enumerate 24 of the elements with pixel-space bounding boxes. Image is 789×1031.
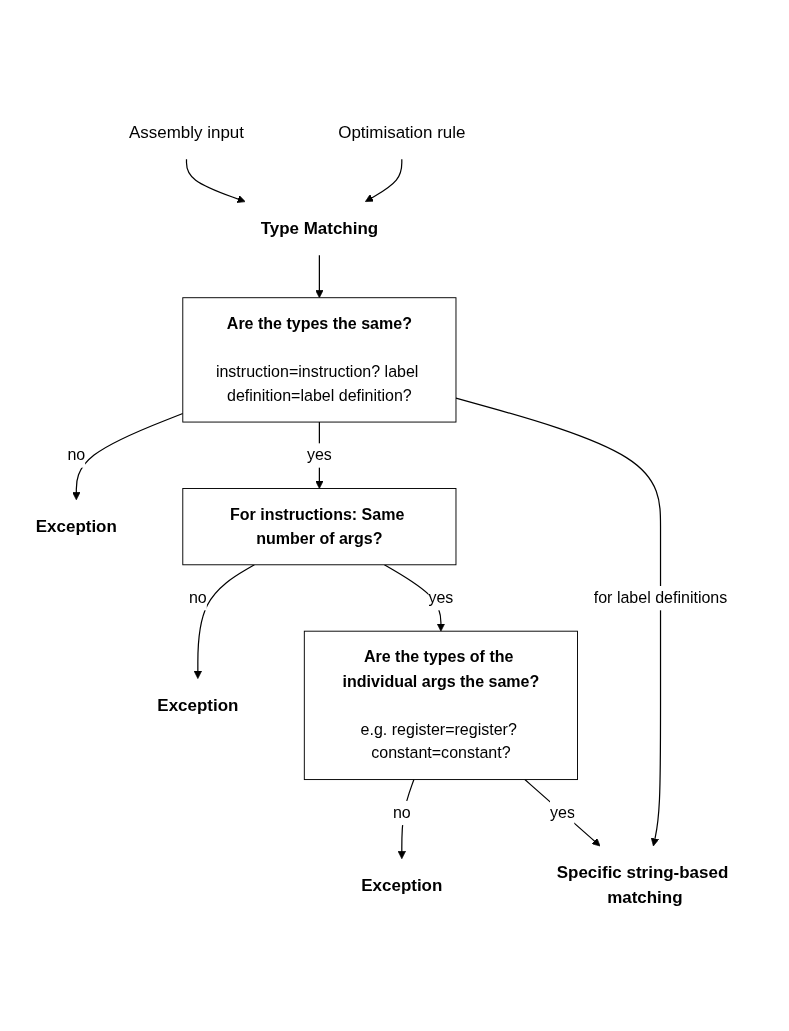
arrow — [455, 397, 662, 847]
node-text: Exception — [157, 695, 239, 715]
arrow — [365, 158, 403, 203]
node-box: Are the types the same? instruction=instruction? label definition=label definition? — [182, 297, 457, 423]
edge-label: no — [392, 803, 411, 822]
node-text: Exception — [35, 516, 117, 536]
edge-label: yes — [428, 588, 454, 607]
arrow — [524, 779, 601, 847]
node-box: For instructions: Same number of args? — [182, 488, 457, 566]
arrow — [315, 254, 324, 299]
edge-label: yes — [306, 446, 332, 465]
edge-label: yes — [549, 803, 575, 822]
arrow — [185, 158, 246, 204]
arrow — [72, 413, 184, 501]
edge-label: for label definitions — [593, 588, 728, 607]
node-text: Type Matching — [260, 218, 379, 238]
edge-label: no — [188, 588, 207, 607]
arrow — [193, 564, 255, 680]
node-box: Are the types of the individual args the same? e.g. register=register? constant=constant? — [303, 630, 578, 781]
node-text: Optimisation rule — [338, 122, 466, 142]
edge-label: no — [67, 446, 86, 465]
node-text: Exception — [361, 875, 443, 895]
node-text: Specific string-based matching — [556, 863, 729, 908]
node-text: Assembly input — [129, 122, 244, 142]
